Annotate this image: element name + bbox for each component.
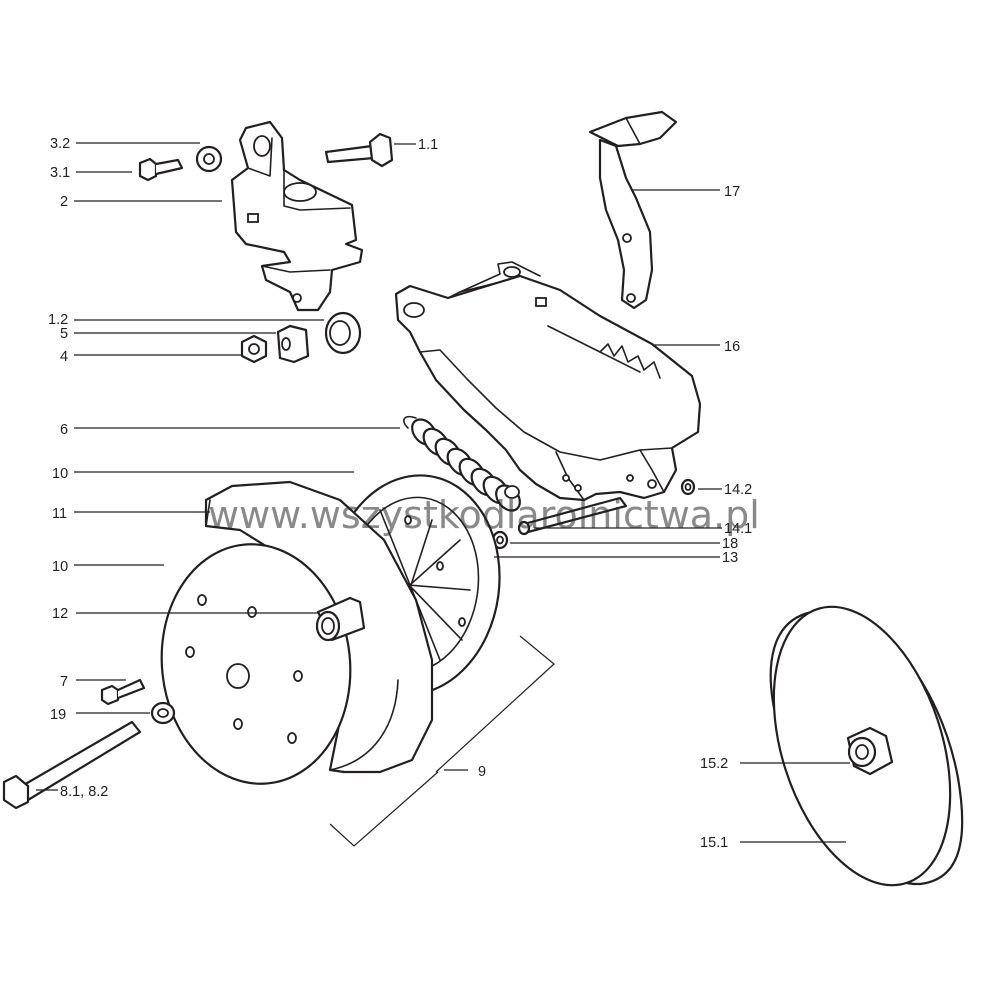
leader-lines	[36, 142, 850, 843]
label-13: 13	[722, 550, 738, 566]
nut-4	[240, 334, 268, 364]
bolt-3-1	[138, 157, 184, 182]
label-3-1: 3.1	[50, 165, 70, 181]
spacer-5	[276, 324, 310, 364]
label-1-2: 1.2	[48, 312, 68, 328]
label-1-1: 1.1	[418, 137, 438, 153]
washer-3-2	[195, 145, 223, 173]
pin-14-1	[517, 496, 628, 536]
label-3-2: 3.2	[50, 136, 70, 152]
label-10-bottom: 10	[52, 559, 68, 575]
label-17: 17	[724, 184, 740, 200]
label-6: 6	[60, 422, 68, 438]
label-12: 12	[52, 606, 68, 622]
hub-part-12	[315, 596, 366, 642]
assembly-9-bracket	[329, 635, 555, 847]
label-10-top: 10	[52, 466, 68, 482]
callout-labels: 3.2 3.1 2 1.1 17 1.2 5 4 16 6 10 11 10 1…	[48, 136, 752, 851]
label-7: 7	[60, 674, 68, 690]
washer-1-2	[324, 311, 362, 355]
label-8-1-8-2: 8.1, 8.2	[60, 784, 108, 800]
frame-part-16	[394, 261, 702, 502]
label-15-2: 15.2	[700, 756, 728, 772]
watermark-text: www.wszystkodlarolnictwa.pl	[208, 493, 760, 537]
label-14-1: 14.1	[724, 521, 752, 537]
bolt-7	[100, 678, 146, 706]
wheel-disc-outer-10	[160, 543, 352, 785]
spring-part-6	[403, 415, 521, 512]
lever-part-17	[588, 110, 678, 310]
label-14-2: 14.2	[724, 482, 752, 498]
press-wheel-part-15	[769, 605, 964, 887]
label-5: 5	[60, 326, 68, 342]
label-15-1: 15.1	[700, 835, 728, 851]
bolt-8	[2, 720, 142, 810]
washer-19	[150, 701, 176, 725]
label-4: 4	[60, 349, 68, 365]
label-11: 11	[52, 506, 67, 522]
bolt-1-1	[324, 132, 394, 168]
label-19: 19	[50, 707, 66, 723]
label-9: 9	[478, 764, 486, 780]
bracket-part	[230, 120, 364, 312]
label-2: 2	[60, 194, 68, 210]
label-18: 18	[722, 536, 738, 552]
label-16: 16	[724, 339, 740, 355]
washer-14-2	[680, 478, 696, 496]
